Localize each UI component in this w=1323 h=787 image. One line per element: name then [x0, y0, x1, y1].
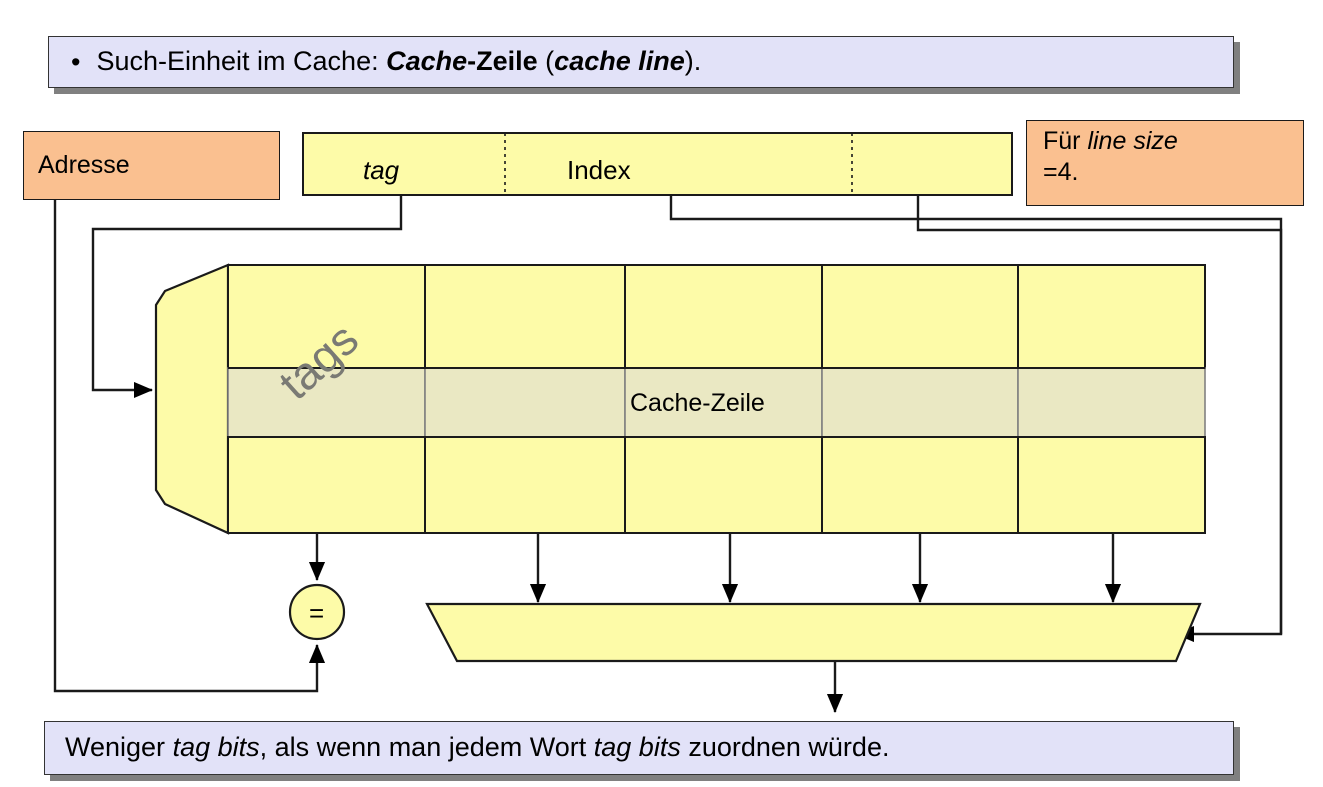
- bullet-icon: •: [71, 46, 81, 77]
- address-field-index-label: Index: [567, 155, 631, 185]
- cache-cell: [1017, 436, 1206, 534]
- caption-part-3: tag bits: [593, 732, 681, 763]
- cache-array-grid: [227, 264, 1206, 534]
- address-label-box: Adresse: [23, 131, 280, 200]
- cache-cell-highlighted: [424, 367, 626, 438]
- cache-to-mux-wires: [529, 533, 1122, 603]
- tag-field-wire: [91, 195, 403, 399]
- address-label-text: Adresse: [38, 151, 130, 179]
- title-part-1: Cache: [386, 46, 468, 77]
- cache-cell: [1017, 264, 1206, 369]
- comparator-circle: [288, 583, 346, 641]
- offset-field-wire: [916, 195, 1283, 643]
- caption-part-0: Weniger: [65, 732, 173, 763]
- title-part-3: (: [537, 46, 555, 77]
- line-size-note-line1: Für line size: [1043, 126, 1303, 157]
- connector-tag-to-tags: [91, 195, 403, 399]
- title-part-2: -Zeile: [467, 46, 538, 77]
- caption-part-1: tag bits: [172, 732, 260, 763]
- line-size-term: line size: [1087, 127, 1178, 155]
- title-part-4: cache line: [554, 46, 685, 77]
- cache-cell: [424, 264, 626, 369]
- cache-cell: [624, 436, 823, 534]
- comparator-equals-label: =: [309, 598, 325, 628]
- cache-cell: [624, 264, 823, 369]
- mux-trapezoid: [425, 602, 1202, 663]
- title-part-5: ).: [684, 46, 702, 77]
- page-title: Such-Einheit im Cache: Cache-Zeile (cach…: [96, 46, 702, 77]
- slide-title-banner: • Such-Einheit im Cache: Cache-Zeile (ca…: [48, 36, 1234, 88]
- caption-text: Weniger tag bits, als wenn man jedem Wor…: [65, 732, 890, 763]
- line-size-note-line2: =4.: [1043, 157, 1079, 186]
- address-feedback-wire: [53, 200, 326, 693]
- slide-caption-banner: Weniger tag bits, als wenn man jedem Wor…: [44, 721, 1234, 775]
- connector-offset-to-mux: [916, 195, 1283, 643]
- title-part-0: Such-Einheit im Cache:: [96, 46, 387, 77]
- cache-cell: [424, 436, 626, 534]
- cache-cell: [821, 436, 1019, 534]
- cache-line-label: Cache-Zeile: [630, 389, 765, 417]
- line-size-prefix: Für: [1043, 127, 1088, 155]
- cache-cell: [227, 264, 426, 369]
- address-field-tag-label: tag: [363, 155, 400, 185]
- cache-cell: [227, 436, 426, 534]
- connector-address-to-comparator: [53, 200, 326, 693]
- address-bar-rect: [302, 132, 1013, 196]
- tags-block-shape: [154, 263, 230, 535]
- caption-part-4: zuordnen würde.: [680, 732, 890, 763]
- caption-part-2: , als wenn man jedem Wort: [259, 732, 594, 763]
- cache-cell-highlighted: [821, 367, 1019, 438]
- line-size-note-box: Für line size =4.: [1026, 120, 1304, 206]
- cache-cell-highlighted: [1017, 367, 1206, 438]
- cache-cell: [821, 264, 1019, 369]
- address-field-bar: [302, 132, 1013, 196]
